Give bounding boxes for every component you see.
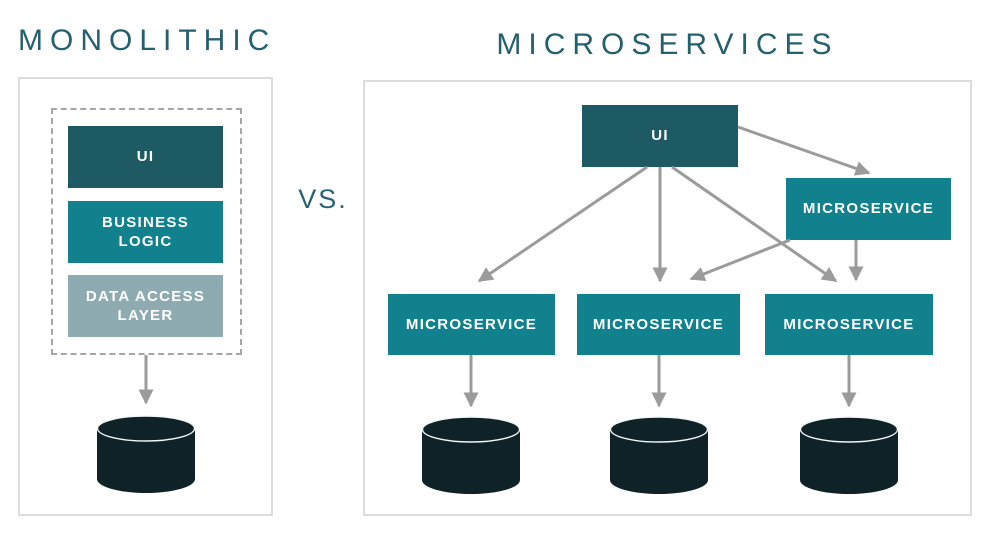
monolith-boundary-box: [51, 108, 242, 355]
monolith-layer-ui-label: UI: [136, 148, 155, 166]
microservice-bottom-middle-label: MICROSERVICE: [592, 315, 725, 333]
arrow-ui-to-microservice-bottom-left: [477, 165, 648, 283]
microservice-bottom-middle-node: MICROSERVICE: [577, 294, 740, 355]
arrow-microservice-top-to-bottom-middle: [689, 238, 791, 282]
microservices-panel: UI MICROSERVICE MICROSERVICE MICROSERVIC…: [363, 80, 972, 516]
database-icon: [97, 415, 195, 493]
microservices-ui-label: UI: [651, 127, 669, 145]
database-icon: [800, 416, 898, 494]
microservice-bottom-left-label: MICROSERVICE: [405, 315, 538, 333]
microservices-title: MICROSERVICES: [496, 28, 839, 61]
microservice-top-right-node: MICROSERVICE: [786, 178, 951, 240]
microservice-top-right-label: MICROSERVICE: [802, 200, 935, 218]
monolith-layer-data-access: DATA ACCESS LAYER: [68, 275, 223, 337]
monolithic-title: MONOLITHIC: [18, 24, 277, 57]
microservices-ui-node: UI: [582, 105, 738, 167]
arrow-ui-to-microservice-top-right: [737, 125, 871, 176]
versus-label: VS.: [298, 184, 348, 214]
database-icon: [610, 416, 708, 494]
database-icon: [422, 416, 520, 494]
microservice-bottom-left-node: MICROSERVICE: [388, 294, 555, 355]
monolith-layer-business-logic: BUSINESS LOGIC: [68, 201, 223, 263]
monolith-layer-ui: UI: [68, 126, 223, 188]
monolith-layer-data-access-label: DATA ACCESS LAYER: [85, 287, 206, 325]
microservice-bottom-right-node: MICROSERVICE: [765, 294, 933, 355]
microservice-bottom-right-label: MICROSERVICE: [783, 315, 915, 333]
monolith-layer-business-logic-label: BUSINESS LOGIC: [101, 213, 190, 251]
monolithic-panel: UI BUSINESS LOGIC DATA ACCESS LAYER: [18, 77, 273, 516]
